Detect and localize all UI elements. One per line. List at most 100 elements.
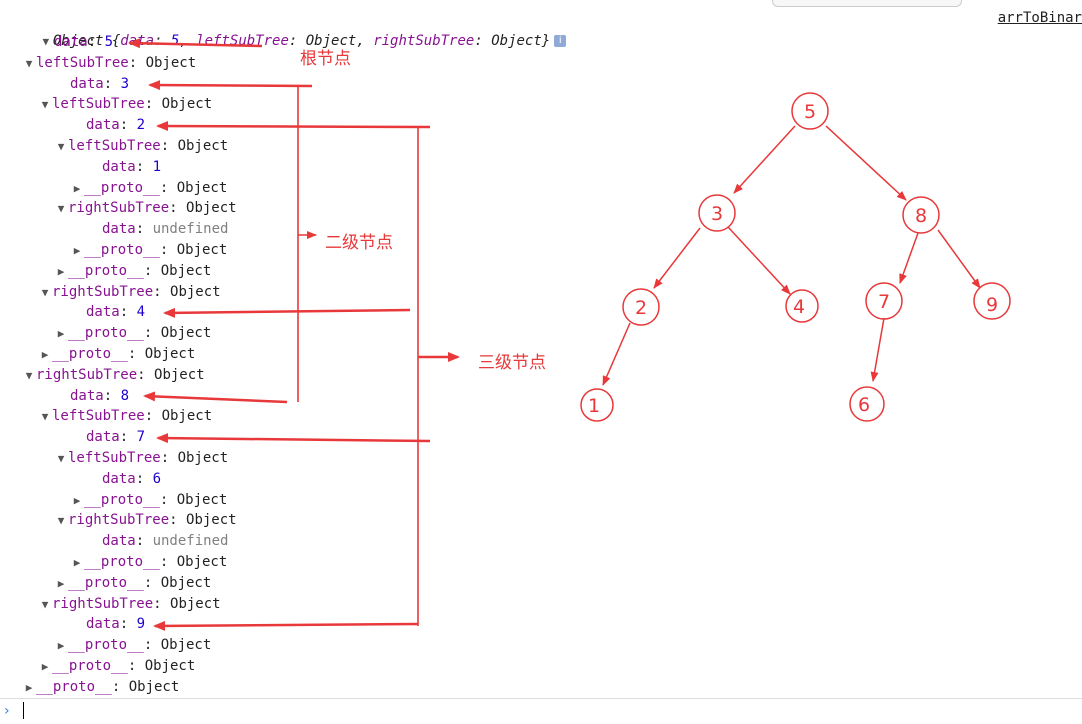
summary-prefix: Object {: [52, 33, 121, 49]
tree-object-row[interactable]: ▶__proto__: Object: [54, 323, 212, 343]
property-key: __proto__: [52, 346, 128, 362]
summary-left-val: Object: [305, 33, 357, 49]
triangle-right-icon[interactable]: ▶: [57, 639, 65, 652]
property-value: 6: [152, 471, 162, 487]
triangle-right-icon[interactable]: ▶: [57, 577, 65, 590]
tree-node-5: [791, 92, 829, 130]
tree-node-4: [785, 289, 819, 323]
property-value: Object: [128, 679, 180, 695]
triangle-right-icon[interactable]: ▶: [41, 660, 49, 673]
property-key: __proto__: [68, 263, 144, 279]
property-separator: :: [153, 284, 171, 300]
property-value: Object: [161, 408, 213, 424]
triangle-right-icon[interactable]: ▶: [57, 265, 65, 278]
property-value: 1: [152, 159, 162, 175]
triangle-down-icon[interactable]: ▼: [41, 598, 49, 611]
source-link[interactable]: arrToBinar: [997, 10, 1082, 26]
console-input-bar[interactable]: [0, 698, 1082, 724]
property-value: 5: [104, 34, 114, 50]
tree-property-row: data: 3: [70, 74, 129, 94]
tree-node-2: [622, 288, 660, 326]
tree-object-row[interactable]: ▼rightSubTree: Object: [54, 198, 237, 218]
tree-object-row[interactable]: ▼rightSubTree: Object: [38, 282, 221, 302]
tree-property-row: data: 2: [86, 115, 145, 135]
property-key: data: [86, 304, 120, 320]
property-value: undefined: [152, 221, 229, 237]
annotation-level3-label: 三级节点: [478, 353, 546, 373]
triangle-right-icon[interactable]: ▶: [73, 244, 81, 257]
property-separator: :: [137, 367, 155, 383]
tree-object-row[interactable]: ▼leftSubTree: Object: [22, 53, 196, 73]
console-input-caret[interactable]: [23, 702, 24, 719]
tree-node-8-label: 8: [915, 205, 927, 227]
triangle-down-icon[interactable]: ▼: [57, 452, 65, 465]
triangle-right-icon[interactable]: ▶: [73, 556, 81, 569]
triangle-right-icon[interactable]: ▶: [57, 327, 65, 340]
info-icon[interactable]: i: [554, 35, 567, 47]
triangle-right-icon[interactable]: ▶: [73, 494, 81, 507]
tree-object-row[interactable]: ▶__proto__: Object: [22, 677, 180, 697]
level2-arrow-8: [143, 391, 288, 404]
edge-5-8: [825, 125, 907, 201]
property-separator: :: [143, 263, 161, 279]
tree-node-6-label: 6: [858, 394, 870, 416]
tree-object-row[interactable]: ▶__proto__: Object: [38, 344, 196, 364]
property-separator: :: [119, 117, 137, 133]
triangle-down-icon[interactable]: ▼: [57, 514, 65, 527]
property-key: data: [102, 533, 136, 549]
binary-tree-diagram: [580, 92, 1011, 422]
edge-2-1: [602, 322, 631, 386]
tree-object-row[interactable]: ▶__proto__: Object: [70, 178, 228, 198]
triangle-right-icon[interactable]: ▶: [25, 681, 33, 694]
triangle-down-icon[interactable]: ▼: [25, 57, 33, 70]
tree-node-1: [580, 388, 614, 422]
tree-object-row[interactable]: ▼rightSubTree: Object: [38, 594, 221, 614]
property-separator: :: [159, 554, 177, 570]
triangle-down-icon[interactable]: ▼: [25, 369, 33, 382]
property-value: Object: [144, 346, 196, 362]
triangle-down-icon[interactable]: ▼: [41, 98, 49, 111]
triangle-down-icon[interactable]: ▼: [57, 202, 65, 215]
tree-object-row[interactable]: ▼rightSubTree: Object: [22, 365, 205, 385]
property-key: __proto__: [68, 575, 144, 591]
triangle-down-icon[interactable]: ▼: [42, 35, 50, 48]
tree-object-row[interactable]: ▶__proto__: Object: [54, 635, 212, 655]
tree-node-9-label: 9: [986, 294, 998, 316]
property-key: data: [86, 616, 120, 632]
property-separator: :: [159, 492, 177, 508]
tree-object-row[interactable]: ▶__proto__: Object: [70, 552, 228, 572]
property-value: Object: [160, 263, 212, 279]
property-key: rightSubTree: [52, 596, 154, 612]
tree-node-5-label: 5: [804, 101, 816, 123]
tree-object-row[interactable]: ▼leftSubTree: Object: [38, 94, 212, 114]
tree-object-row[interactable]: ▶__proto__: Object: [54, 261, 212, 281]
tree-object-row[interactable]: ▼leftSubTree: Object: [38, 406, 212, 426]
annotation-level2-label: 二级节点: [325, 233, 393, 253]
tree-object-row[interactable]: ▼leftSubTree: Object: [54, 136, 228, 156]
tree-object-row[interactable]: ▶__proto__: Object: [70, 490, 228, 510]
triangle-down-icon[interactable]: ▼: [57, 140, 65, 153]
tree-object-row[interactable]: ▶__proto__: Object: [70, 240, 228, 260]
property-separator: :: [143, 325, 161, 341]
triangle-down-icon[interactable]: ▼: [41, 286, 49, 299]
triangle-right-icon[interactable]: ▶: [73, 182, 81, 195]
tree-object-row[interactable]: ▶__proto__: Object: [38, 656, 196, 676]
property-separator: :: [103, 388, 121, 404]
property-value: Object: [161, 96, 213, 112]
tree-object-row[interactable]: ▼leftSubTree: Object: [54, 448, 228, 468]
tree-object-row[interactable]: ▼rightSubTree: Object: [54, 510, 237, 530]
tree-object-row[interactable]: ▶__proto__: Object: [54, 573, 212, 593]
triangle-down-icon[interactable]: ▼: [41, 410, 49, 423]
tree-property-row: data: 8: [70, 386, 129, 406]
triangle-right-icon[interactable]: ▶: [41, 348, 49, 361]
level2-arrow-3: [148, 80, 313, 91]
property-separator: :: [111, 679, 129, 695]
property-separator: :: [119, 429, 137, 445]
property-key: leftSubTree: [36, 55, 129, 71]
root-object-row[interactable]: ▼Object {data: 5, leftSubTree: Object, r…: [22, 11, 567, 49]
tree-node-9: [973, 282, 1011, 320]
property-value: 9: [136, 616, 146, 632]
property-separator: :: [143, 637, 161, 653]
tree-property-row: data: 5: [54, 32, 113, 52]
